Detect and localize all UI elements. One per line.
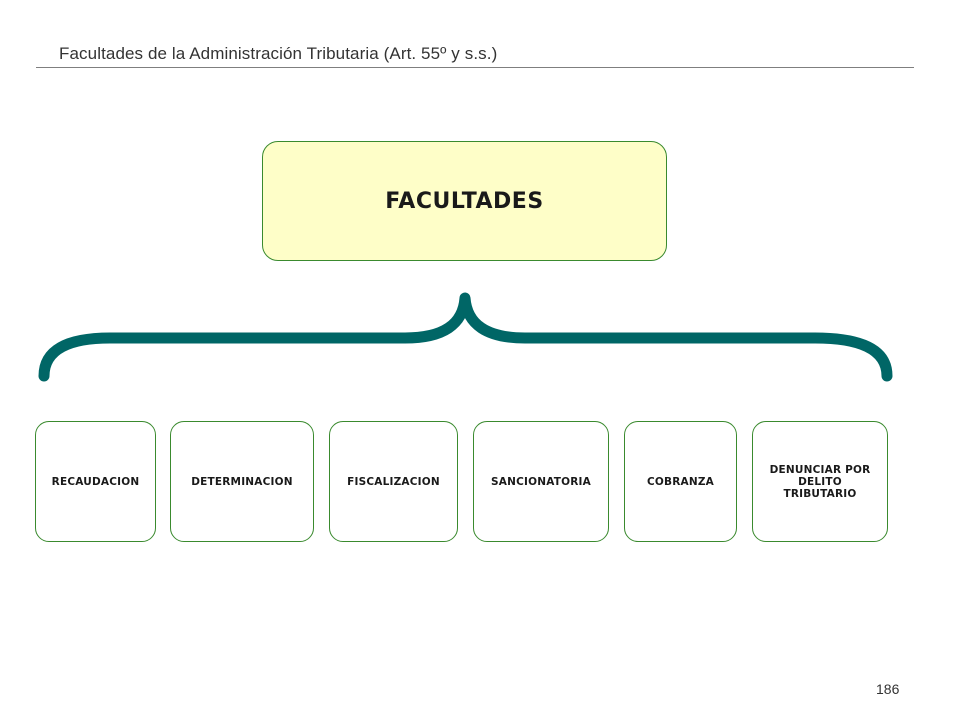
child-node-label: DETERMINACION bbox=[191, 475, 293, 488]
child-node-label: DENUNCIAR POR DELITO TRIBUTARIO bbox=[769, 463, 871, 500]
child-node-denunciar: DENUNCIAR POR DELITO TRIBUTARIO bbox=[752, 421, 888, 542]
child-node-recaudacion: RECAUDACION bbox=[35, 421, 156, 542]
child-node-determinacion: DETERMINACION bbox=[170, 421, 314, 542]
child-node-fiscalizacion: FISCALIZACION bbox=[329, 421, 458, 542]
title-divider bbox=[36, 67, 914, 68]
brace-stroke bbox=[38, 292, 893, 382]
child-node-label: RECAUDACION bbox=[51, 475, 140, 488]
child-node-cobranza: COBRANZA bbox=[624, 421, 737, 542]
slide-title: Facultades de la Administración Tributar… bbox=[59, 44, 498, 63]
root-node: FACULTADES bbox=[262, 141, 667, 261]
child-node-label: COBRANZA bbox=[647, 475, 714, 488]
child-node-sancionatoria: SANCIONATORIA bbox=[473, 421, 609, 542]
child-node-label: FISCALIZACION bbox=[347, 475, 440, 488]
page-number: 186 bbox=[876, 681, 900, 697]
child-node-label: SANCIONATORIA bbox=[491, 475, 591, 488]
root-node-label: FACULTADES bbox=[385, 188, 544, 214]
